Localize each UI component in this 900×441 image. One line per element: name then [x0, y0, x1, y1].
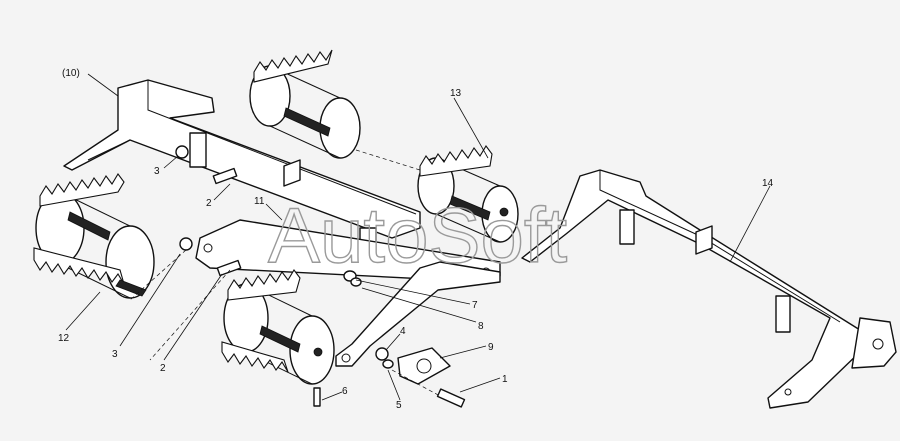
watermark: AutoSoft: [268, 191, 568, 279]
callout-6: 6: [342, 386, 348, 397]
callout-3a: 3: [154, 166, 160, 177]
nut-8: [350, 277, 362, 287]
callout-5: 5: [396, 400, 402, 411]
bearing-flange-9: [397, 347, 451, 385]
callout-3b: 3: [112, 349, 118, 360]
side-plate: [195, 219, 501, 367]
bolt-2b: [216, 259, 242, 277]
callout-12: 12: [58, 333, 70, 344]
callout-10: (10): [62, 68, 80, 79]
callout-1: 1: [502, 374, 508, 385]
right-frame: [521, 169, 897, 409]
callout-13: 13: [450, 88, 462, 99]
callout-leaders: [65, 73, 771, 401]
nut-3b: [179, 237, 193, 251]
callout-4: 4: [400, 326, 406, 337]
nut-4: [375, 347, 389, 361]
callout-11: 11: [254, 196, 265, 207]
callout-2a: 2: [206, 198, 212, 209]
roller-lower: [221, 269, 335, 385]
callout-14: 14: [762, 178, 774, 189]
callout-9: 9: [488, 342, 494, 353]
hardware: [129, 145, 466, 408]
callout-8: 8: [478, 321, 484, 332]
pin-6: [313, 387, 321, 407]
callout-2b: 2: [160, 363, 166, 374]
roller-upper: [249, 49, 361, 159]
roller-12: [33, 173, 155, 299]
callout-7: 7: [472, 300, 478, 311]
nut-3a: [175, 145, 189, 159]
bolt-1: [436, 388, 466, 408]
main-frame: [63, 79, 421, 259]
roller-13: [417, 145, 519, 243]
washer-5: [382, 359, 394, 369]
bolt-2a: [212, 167, 238, 185]
